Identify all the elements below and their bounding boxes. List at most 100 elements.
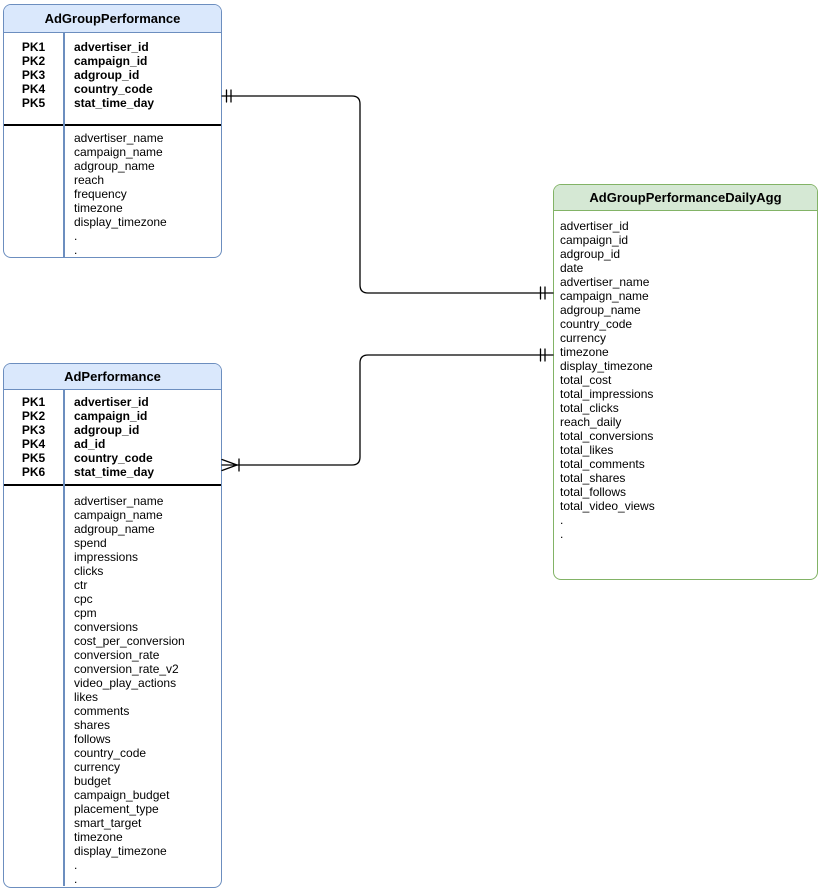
field-row: follows <box>4 732 221 746</box>
field-name: reach_daily <box>560 415 622 429</box>
field-name: date <box>560 261 584 275</box>
field-row: total_cost <box>554 373 817 387</box>
pk-row-list: PK1 advertiser_id PK2 campaign_id PK3 ad… <box>4 390 221 484</box>
field-row: total_follows <box>554 485 817 499</box>
field-row: currency <box>554 331 817 345</box>
field-row-list: advertiser_name campaign_name adgroup_na… <box>4 486 221 886</box>
pk-field-name: ad_id <box>74 437 106 451</box>
field-name: . <box>74 228 78 243</box>
field-row: clicks <box>4 564 221 578</box>
pk-row: PK5 country_code <box>4 451 221 465</box>
field-name: total_follows <box>560 485 627 499</box>
field-row: . <box>554 513 817 527</box>
connector-line <box>221 354 554 466</box>
field-name: campaign_budget <box>74 787 170 802</box>
field-row: likes <box>4 690 221 704</box>
field-row: spend <box>4 536 221 550</box>
relationship-adperformance-to-dailyagg <box>221 348 554 472</box>
section-divider <box>4 124 221 126</box>
cardinality-one-and-only-one-icon <box>225 89 232 103</box>
field-name: total_comments <box>560 457 645 471</box>
field-row: conversions <box>4 620 221 634</box>
field-name: timezone <box>560 345 609 359</box>
field-row: cpc <box>4 592 221 606</box>
entity-adgroupperformancedailyagg: AdGroupPerformanceDailyAgg advertiser_id… <box>553 184 818 580</box>
field-row: adgroup_name <box>4 522 221 536</box>
entity-body: PK1 advertiser_id PK2 campaign_id PK3 ad… <box>4 33 221 257</box>
pk-field-name: country_code <box>74 451 153 465</box>
pk-label: PK3 <box>21 423 46 437</box>
pk-label: PK2 <box>21 54 46 68</box>
field-name: reach <box>74 172 105 187</box>
field-row: country_code <box>4 746 221 760</box>
field-row: timezone <box>4 201 221 215</box>
field-name: total_video_views <box>560 499 655 513</box>
field-name: total_conversions <box>560 429 654 443</box>
entity-title: AdGroupPerformance <box>4 5 221 33</box>
field-name: advertiser_name <box>74 493 164 508</box>
field-name: . <box>560 513 564 527</box>
field-row: display_timezone <box>554 359 817 373</box>
pk-label: PK4 <box>21 437 46 451</box>
pk-field-name: adgroup_id <box>74 423 140 437</box>
pk-field-name: stat_time_day <box>74 465 155 479</box>
field-name: . <box>74 242 78 257</box>
pk-field-name: stat_time_day <box>74 96 155 110</box>
field-row: campaign_name <box>554 289 817 303</box>
field-name: country_code <box>560 317 633 331</box>
field-row: campaign_id <box>554 233 817 247</box>
field-row: adgroup_name <box>4 159 221 173</box>
cardinality-one-and-only-one-icon <box>539 348 546 362</box>
field-row: timezone <box>554 345 817 359</box>
field-name: display_timezone <box>74 214 167 229</box>
pk-label: PK4 <box>21 82 46 96</box>
entity-body: advertiser_id campaign_id adgroup_id dat… <box>554 211 817 541</box>
field-row: advertiser_id <box>554 219 817 233</box>
entity-title: AdGroupPerformanceDailyAgg <box>554 185 817 211</box>
field-row: . <box>554 527 817 541</box>
field-name: advertiser_name <box>74 130 164 145</box>
pk-row: PK1 advertiser_id <box>4 40 221 54</box>
field-name: video_play_actions <box>74 675 177 690</box>
field-row: total_video_views <box>554 499 817 513</box>
pk-label: PK5 <box>21 451 46 465</box>
field-row: cost_per_conversion <box>4 634 221 648</box>
field-row: reach <box>4 173 221 187</box>
pk-row: PK1 advertiser_id <box>4 395 221 409</box>
field-name: timezone <box>74 200 123 215</box>
entity-adperformance: AdPerformance PK1 advertiser_id PK2 camp… <box>3 363 222 888</box>
field-name: total_clicks <box>560 401 619 415</box>
field-name: . <box>560 527 564 541</box>
field-row: smart_target <box>4 816 221 830</box>
field-row: advertiser_name <box>554 275 817 289</box>
pk-column-divider <box>63 390 65 886</box>
field-row: adgroup_name <box>554 303 817 317</box>
pk-label: PK1 <box>21 40 46 54</box>
pk-label: PK2 <box>21 409 46 423</box>
field-name: follows <box>74 731 111 746</box>
field-row: advertiser_name <box>4 494 221 508</box>
field-row-list: advertiser_name campaign_name adgroup_na… <box>4 126 221 257</box>
field-row: shares <box>4 718 221 732</box>
field-name: total_shares <box>560 471 626 485</box>
pk-row: PK4 ad_id <box>4 437 221 451</box>
pk-row: PK4 country_code <box>4 82 221 96</box>
field-name: campaign_id <box>560 233 629 247</box>
field-name: adgroup_name <box>74 158 155 173</box>
field-row-list: advertiser_id campaign_id adgroup_id dat… <box>554 211 817 541</box>
field-name: adgroup_name <box>560 303 641 317</box>
field-name: conversion_rate_v2 <box>74 661 179 676</box>
field-row: campaign_budget <box>4 788 221 802</box>
field-name: campaign_name <box>74 144 163 159</box>
field-name: conversion_rate <box>74 647 160 662</box>
field-row: total_comments <box>554 457 817 471</box>
field-row: budget <box>4 774 221 788</box>
field-name: spend <box>74 535 107 550</box>
pk-row: PK3 adgroup_id <box>4 68 221 82</box>
field-row: campaign_name <box>4 508 221 522</box>
pk-field-name: advertiser_id <box>74 40 149 54</box>
field-row: date <box>554 261 817 275</box>
pk-field-name: adgroup_id <box>74 68 140 82</box>
field-row: cpm <box>4 606 221 620</box>
